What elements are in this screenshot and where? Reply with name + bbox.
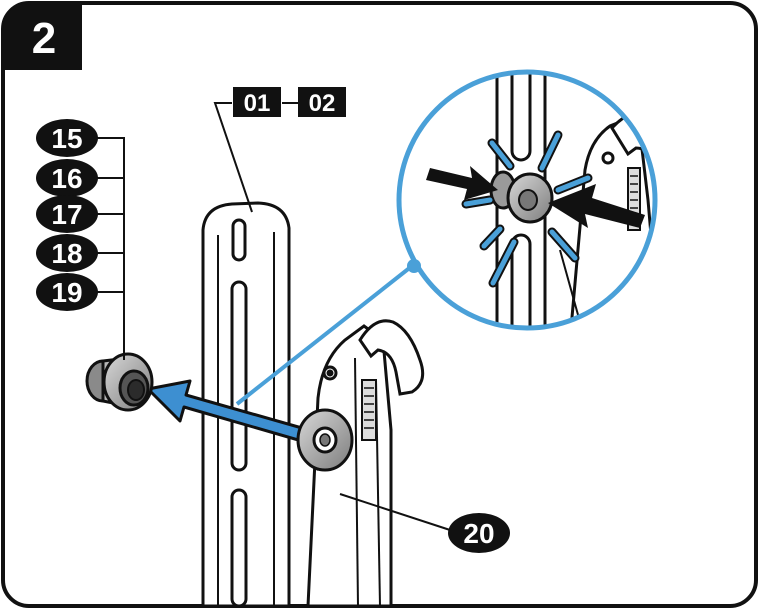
label-01: 01 — [244, 90, 271, 117]
label-16: 16 — [36, 159, 98, 197]
hardware-labels: 15 16 17 18 19 — [36, 119, 98, 311]
arrow-left-press-icon — [548, 184, 645, 228]
bolt-spacer-hardware — [85, 352, 154, 412]
bracket-labels: 01 02 — [213, 87, 346, 213]
wall-bracket-rail — [201, 201, 291, 606]
svg-text:19: 19 — [51, 277, 82, 308]
svg-text:15: 15 — [51, 123, 82, 154]
washer — [296, 408, 354, 472]
callout-ring — [396, 69, 658, 331]
label-15: 15 — [36, 119, 98, 157]
label-02: 02 — [309, 90, 336, 117]
label-18: 18 — [36, 234, 98, 272]
label-02-box — [298, 87, 346, 117]
callout-connector — [235, 264, 414, 406]
svg-text:18: 18 — [51, 238, 82, 269]
arrow-right-icon — [426, 166, 498, 200]
step-badge: 2 — [3, 3, 82, 70]
label-17: 17 — [36, 195, 98, 233]
arm-label: 20 — [339, 493, 510, 553]
step-number: 2 — [32, 14, 56, 63]
callout-anchor-dot — [407, 259, 421, 273]
magnifier-callout-icon — [396, 69, 658, 331]
svg-text:16: 16 — [51, 163, 82, 194]
label-01-box — [233, 87, 281, 117]
label-20: 20 — [463, 518, 494, 549]
hardware-leader-lines — [97, 137, 125, 360]
mounting-arm — [299, 319, 425, 606]
svg-text:17: 17 — [51, 199, 82, 230]
label-19: 19 — [36, 273, 98, 311]
